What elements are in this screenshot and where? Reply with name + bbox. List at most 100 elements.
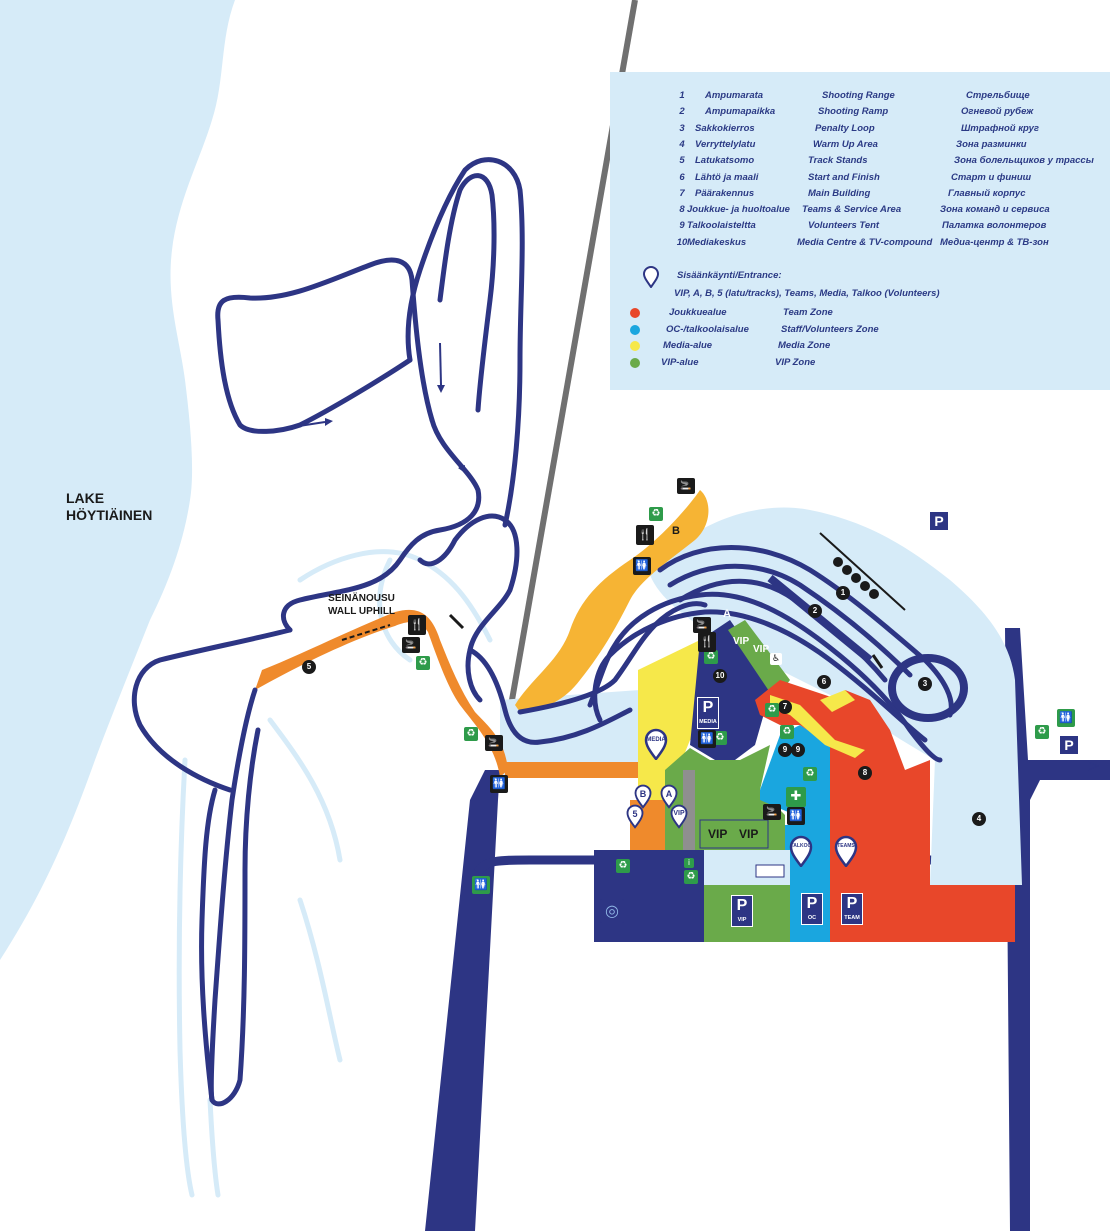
entrance-pin-icon (642, 266, 660, 289)
smoking-icon-4: 🚬 (763, 804, 781, 820)
shooting-range-line (819, 532, 906, 611)
legend-en: Warm Up Area (813, 138, 878, 150)
recycle-icon-4: ♻ (713, 731, 727, 745)
entrance-pin-vip[interactable]: VIP (670, 803, 688, 829)
wall-uphill-line2: WALL UPHILL (328, 606, 396, 617)
area-label-vip-4: VIP (739, 827, 759, 841)
legend-ru: Медиа-центр & ТВ-зон (940, 236, 1049, 248)
legend-ru: Зона команд и сервиса (940, 204, 1050, 216)
legend-num: 1 (679, 90, 685, 101)
legend-panel (610, 72, 1110, 390)
marker-n3: 3 (918, 677, 932, 691)
legend-en: Volunteers Tent (808, 220, 880, 232)
marker-n1: 1 (836, 586, 850, 600)
legend-zone-swatch (630, 341, 640, 351)
recycle-icon-1: ♻ (416, 656, 430, 670)
legend-ru: Стрельбище (966, 90, 1030, 101)
area-label-vip-3: VIP (708, 827, 728, 841)
toilet-icon-2: 🚻 (698, 730, 716, 748)
entrance-pin-talkoo[interactable]: TALKOO (789, 835, 813, 867)
legend-ru: Главный корпус (948, 187, 1026, 199)
penalty-loop (888, 654, 968, 722)
entrance-pin-media[interactable]: MEDIA (644, 728, 668, 760)
marker-n2: 2 (808, 604, 822, 618)
recycle-icon-8: ♻ (616, 859, 630, 873)
white-tent-vip (699, 819, 769, 849)
lake-label-line1: LAKE (66, 490, 105, 506)
recycle-icon-10: ♻ (1035, 725, 1049, 739)
legend-zone-fi: Media-alue (663, 340, 713, 351)
legend-ru: Зона разминки (956, 138, 1027, 150)
toilet-icon-3: 🚻 (787, 807, 805, 825)
track-orange-connector (505, 762, 640, 778)
marker-n8: 8 (858, 766, 872, 780)
team-zone (755, 680, 930, 885)
entrance-pin-label: A (665, 788, 673, 799)
area-label-vip-1: VIP (733, 636, 750, 647)
legend-fi: Päärakennus (695, 187, 755, 199)
shooting-targets (833, 557, 879, 599)
marker-n9a: 9 (778, 743, 792, 757)
toilet-icon-0: 🚻 (633, 557, 651, 575)
legend-ru: Штрафной круг (961, 122, 1039, 134)
legend-num: 2 (679, 106, 685, 118)
legend-num: 7 (679, 187, 685, 199)
parking-sublabel: MEDIA (699, 719, 717, 725)
toilet-icon-5: 🚻 (472, 876, 490, 894)
restaurant-icon-0: 🍴 (636, 525, 654, 545)
recycle-icon-3: ♻ (704, 650, 718, 664)
legend-fi: Lähtö ja maali (695, 171, 759, 183)
entrance-pin-label: VIP (673, 809, 685, 817)
ski-trails (131, 157, 954, 1107)
entrance-pin-five[interactable]: 5 (626, 803, 644, 829)
recycle-icon-0: ♻ (649, 507, 663, 521)
smoking-icon-3: 🚬 (693, 617, 711, 633)
east-road (1005, 628, 1110, 1231)
smoking-icon-2: 🚬 (485, 735, 503, 751)
legend-en: Shooting Ramp (818, 106, 889, 118)
recycle-icon-6: ♻ (780, 725, 794, 739)
entrance-pin-label: B (639, 788, 647, 799)
marker-n10: 10 (713, 669, 727, 683)
legend-fi: Mediakeskus (687, 236, 747, 248)
marker-n7: 7 (778, 700, 792, 714)
entrance-pin-a[interactable]: A (660, 783, 678, 809)
recycle-icon-2: ♻ (464, 727, 478, 741)
accessible-icon: ♿ (770, 653, 782, 665)
road-rectangle-loop (474, 855, 1020, 875)
entrance-pin-b[interactable]: B (634, 783, 652, 809)
legend-zone-en: Media Zone (778, 340, 831, 351)
restaurant-icon-1: 🍴 (408, 615, 426, 635)
legend-en: Track Stands (808, 155, 868, 167)
toilet-icon-1: 🚻 (490, 775, 508, 793)
marker-n4: 4 (972, 812, 986, 826)
parking-icon: P (806, 895, 818, 912)
area-label-vip-2: VIP (753, 644, 770, 655)
parking-icon: P (736, 897, 748, 914)
entrance-pin-teams[interactable]: TEAMS (834, 835, 858, 867)
wall-uphill-label: SEINÄNOUSU WALL UPHILL (328, 592, 395, 618)
track-b-area (515, 490, 709, 712)
parking-sublabel: OC (807, 915, 817, 921)
parking-sign-p-oc: P OC (801, 893, 823, 925)
entrance-pin-label: 5 (632, 808, 638, 819)
legend-ru: Зона болельщиков у трассы (954, 155, 1094, 167)
legend-num: 5 (679, 155, 685, 167)
vip-zone-upper (728, 620, 790, 700)
legend-en: Penalty Loop (815, 122, 875, 134)
marker-n5: 5 (302, 660, 316, 674)
legend-fi: Joukkue- ja huoltoalue (687, 204, 790, 216)
legend-num: 6 (679, 171, 685, 183)
parking-icon: P (846, 895, 858, 912)
legend-fi: Ampumarata (705, 90, 764, 101)
main-building-yellow (770, 695, 865, 758)
